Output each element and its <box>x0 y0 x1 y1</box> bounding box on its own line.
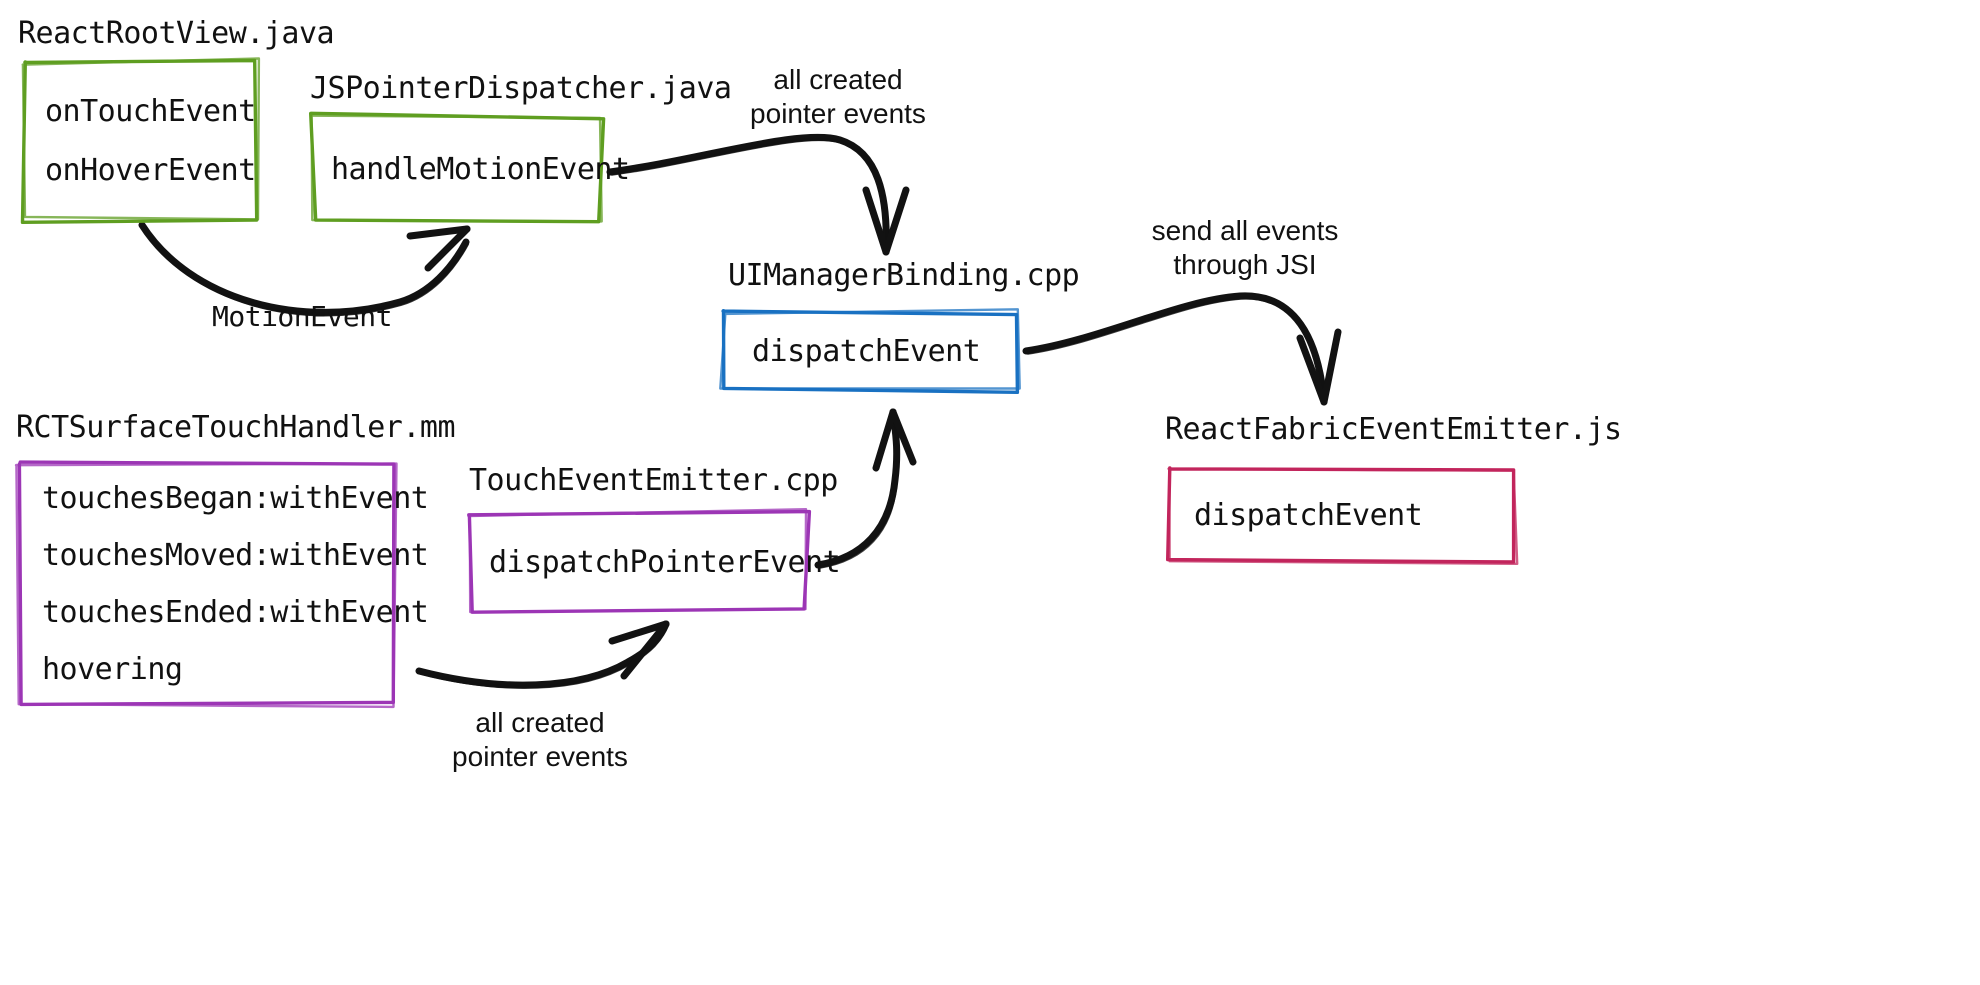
node-react-root-view[interactable]: onTouchEvent onHoverEvent <box>25 62 257 220</box>
node-touch-event-emitter[interactable]: dispatchPointerEvent <box>471 513 841 611</box>
node-title-rct-surface-touch-handler: RCTSurfaceTouchHandler.mm <box>16 410 456 445</box>
node-line-touches-moved: touchesMoved:withEvent <box>42 538 429 573</box>
node-line-hovering: hovering <box>42 652 183 687</box>
node-line-touches-ended: touchesEnded:withEvent <box>42 595 429 630</box>
edge-ui-manager-binding-to-react-fabric-event-emitter <box>1022 292 1342 406</box>
edge-label-motion-event: MotionEvent <box>212 300 392 333</box>
node-title-react-root-view: ReactRootView.java <box>18 16 335 51</box>
node-title-ui-manager-binding: UIManagerBinding.cpp <box>728 258 1080 293</box>
edge-label-all-created-pointer-events-ios: all created pointer events <box>452 707 628 773</box>
node-line-handle-motion-event: handleMotionEvent <box>331 151 630 187</box>
node-line-dispatch-event-js: dispatchEvent <box>1194 497 1423 533</box>
node-rct-surface-touch-handler[interactable]: touchesBegan:withEvent touchesMoved:with… <box>20 465 429 703</box>
node-js-pointer-dispatcher[interactable]: handleMotionEvent <box>313 116 630 222</box>
node-line-touches-began: touchesBegan:withEvent <box>42 481 429 516</box>
node-line-dispatch-pointer-event: dispatchPointerEvent <box>489 544 841 580</box>
node-react-fabric-event-emitter[interactable]: dispatchEvent <box>1168 470 1514 560</box>
edge-label-send-all-events-through-jsi: send all events through JSI <box>1151 215 1339 281</box>
edge-js-pointer-dispatcher-to-ui-manager-binding <box>606 133 910 256</box>
edge-rct-surface-touch-handler-to-touch-event-emitter <box>415 620 670 689</box>
node-title-js-pointer-dispatcher: JSPointerDispatcher.java <box>310 71 732 106</box>
node-title-react-fabric-event-emitter: ReactFabricEventEmitter.js <box>1165 412 1622 447</box>
node-title-touch-event-emitter: TouchEventEmitter.cpp <box>469 463 838 498</box>
node-ui-manager-binding[interactable]: dispatchEvent <box>724 312 1019 390</box>
node-line-dispatch-event-cpp: dispatchEvent <box>752 333 981 369</box>
node-line-on-touch-event: onTouchEvent <box>45 94 256 129</box>
node-line-on-hover-event: onHoverEvent <box>45 153 256 188</box>
edge-label-all-created-pointer-events-android: all created pointer events <box>750 64 926 130</box>
